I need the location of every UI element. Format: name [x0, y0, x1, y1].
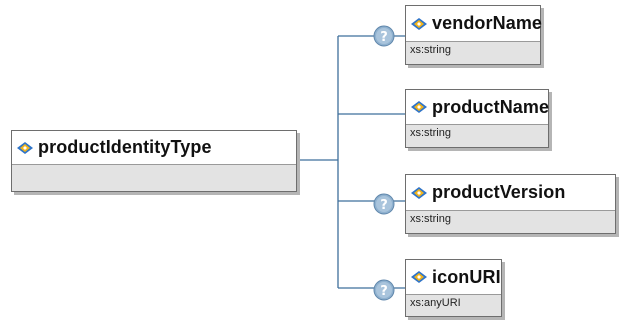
element-node-vendorName[interactable]: vendorName xs:string: [405, 5, 543, 65]
element-type: xs:string: [406, 211, 615, 233]
complex-type-icon: [17, 141, 33, 154]
element-type: xs:string: [406, 125, 548, 147]
element-name: iconURI: [432, 266, 501, 287]
element-type: xs:anyURI: [406, 295, 501, 316]
element-name: vendorName: [432, 13, 543, 33]
element-node-productVersion[interactable]: productVersion xs:string: [405, 174, 616, 234]
svg-text:?: ?: [380, 30, 388, 45]
element-node-productName[interactable]: productName xs:string: [405, 89, 549, 148]
element-icon: [411, 271, 427, 283]
svg-text:?: ?: [380, 198, 388, 213]
root-node-type-area: [12, 165, 296, 191]
root-node-name: productIdentityType: [38, 137, 212, 157]
root-node[interactable]: productIdentityType: [11, 130, 297, 192]
element-name: productName: [432, 96, 550, 117]
optional-question-icon: ?: [373, 279, 395, 301]
element-icon: [411, 17, 427, 30]
element-node-iconURI[interactable]: iconURI xs:anyURI: [405, 259, 502, 317]
element-type: xs:string: [406, 42, 540, 64]
element-icon: [411, 101, 427, 113]
optional-question-icon: ?: [373, 193, 395, 215]
optional-question-icon: ?: [373, 25, 395, 47]
svg-text:?: ?: [380, 284, 388, 299]
element-name: productVersion: [432, 182, 566, 202]
element-icon: [411, 186, 427, 199]
